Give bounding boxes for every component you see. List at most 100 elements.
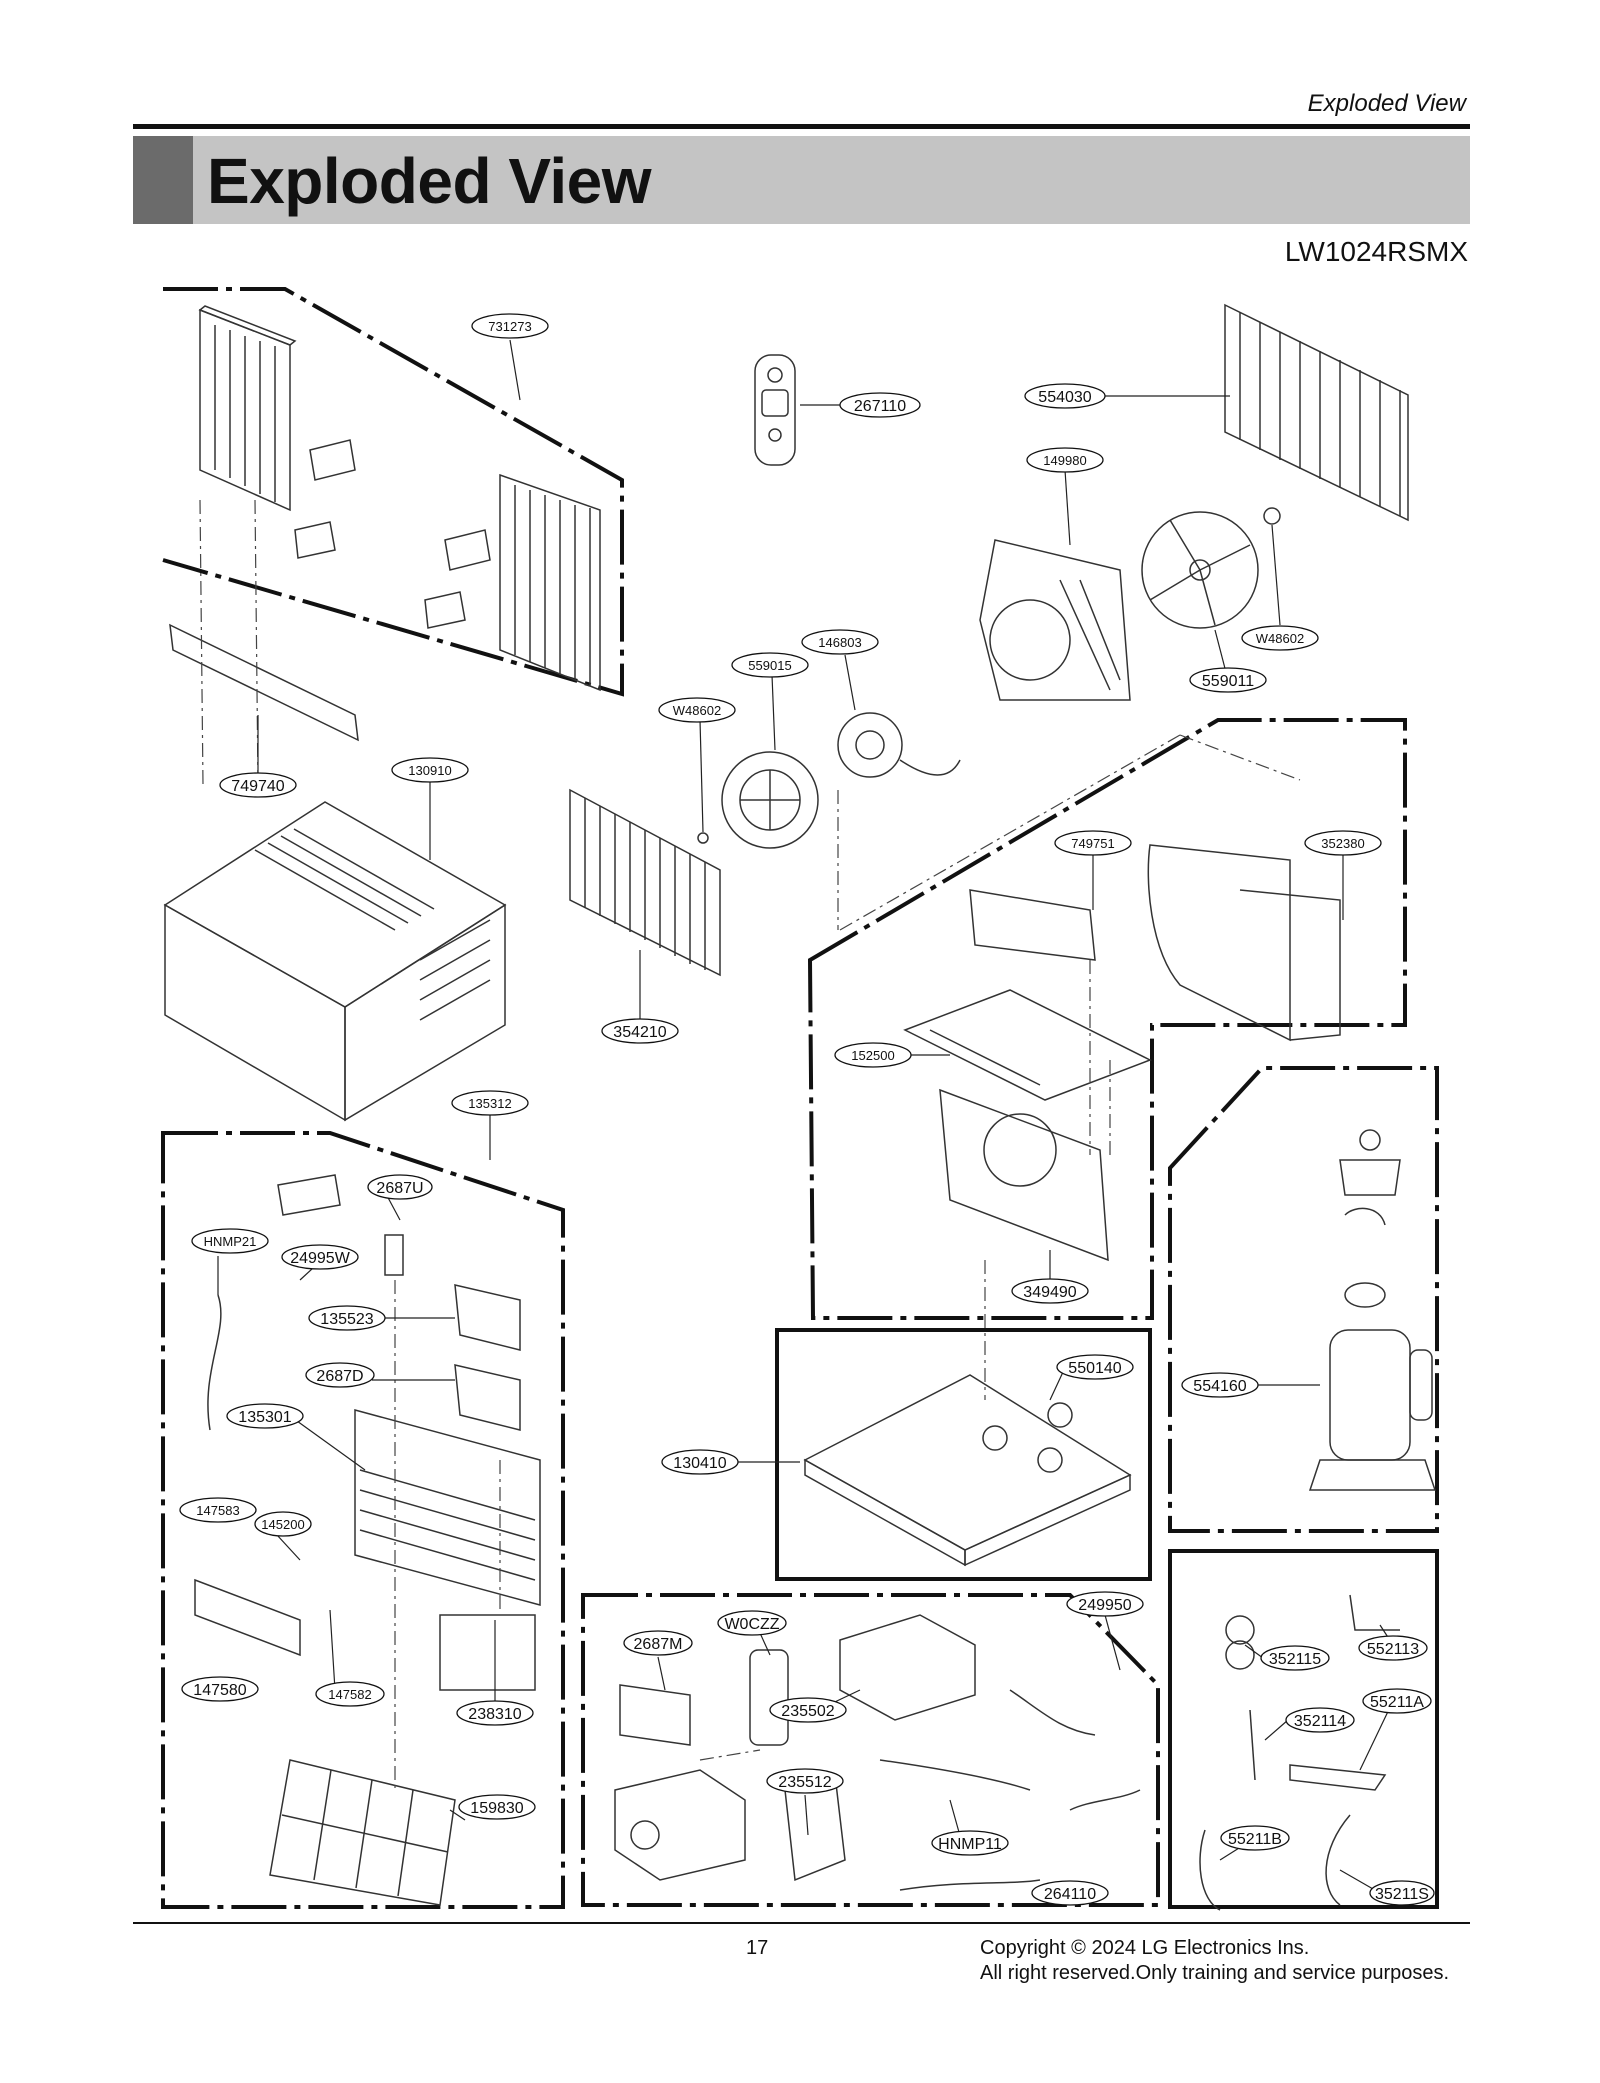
part-washer-lower <box>697 832 709 844</box>
model-number: LW1024RSMX <box>1284 236 1468 267</box>
title-accent-block <box>133 136 193 224</box>
svg-text:550140: 550140 <box>1068 1360 1121 1377</box>
callout-238310: 238310 <box>456 1700 534 1726</box>
callout-2687m: 2687M <box>623 1630 693 1656</box>
svg-text:W48602: W48602 <box>1256 631 1304 646</box>
svg-text:130410: 130410 <box>673 1455 726 1472</box>
callout-559011: 559011 <box>1189 667 1267 693</box>
callout-559015: 559015 <box>731 652 809 678</box>
svg-text:249950: 249950 <box>1078 1597 1131 1614</box>
svg-text:2687M: 2687M <box>634 1636 683 1653</box>
frame-compressor <box>1168 1066 1439 1533</box>
part-washer-upper <box>1263 507 1281 525</box>
svg-text:349490: 349490 <box>1023 1284 1076 1301</box>
title-bar: Exploded View <box>133 136 1470 224</box>
callout-135523: 135523 <box>308 1305 386 1331</box>
svg-text:749740: 749740 <box>231 778 284 795</box>
callout-w48602-upper: W48602 <box>1241 625 1319 651</box>
svg-text:749751: 749751 <box>1071 836 1114 851</box>
part-control-assembly <box>194 1174 541 1691</box>
svg-text:55211A: 55211A <box>1370 1694 1424 1711</box>
header-rule <box>133 124 1470 129</box>
callout-2687u: 2687U <box>367 1174 433 1200</box>
svg-text:152500: 152500 <box>851 1048 894 1063</box>
part-shroud <box>979 539 1131 701</box>
part-brackets <box>294 439 491 629</box>
callout-731273: 731273 <box>471 313 549 339</box>
callout-152500: 152500 <box>834 1042 912 1068</box>
svg-text:559015: 559015 <box>748 658 791 673</box>
frame-front-panel <box>162 287 624 697</box>
part-drain-cover <box>903 989 1152 1101</box>
svg-text:HNMP21: HNMP21 <box>204 1234 257 1249</box>
callout-55211b: 55211B <box>1220 1825 1290 1851</box>
svg-text:354210: 354210 <box>613 1024 666 1041</box>
svg-text:149980: 149980 <box>1043 453 1086 468</box>
svg-text:147580: 147580 <box>193 1682 246 1699</box>
svg-text:2687U: 2687U <box>376 1180 423 1197</box>
callout-35211s: 35211S <box>1369 1880 1435 1906</box>
svg-text:130910: 130910 <box>408 763 451 778</box>
callout-146803: 146803 <box>801 629 879 655</box>
callout-354210: 354210 <box>601 1018 679 1044</box>
svg-text:264110: 264110 <box>1044 1886 1096 1903</box>
part-sill-strip <box>169 623 359 742</box>
frame-control <box>161 1131 565 1909</box>
svg-text:159830: 159830 <box>470 1800 523 1817</box>
rights-line: All right reserved.Only training and ser… <box>980 1962 1450 1984</box>
part-side-curtain-right <box>499 473 601 692</box>
callout-149980: 149980 <box>1026 447 1104 473</box>
page-title: Exploded View <box>207 145 652 217</box>
group-frames <box>161 287 1439 1909</box>
part-electrical-parts <box>614 1614 1141 1891</box>
part-filter <box>269 1759 456 1906</box>
footer-rule <box>133 1922 1470 1924</box>
callout-147580: 147580 <box>181 1676 259 1702</box>
svg-text:35211S: 35211S <box>1375 1886 1429 1903</box>
callout-55211a: 55211A <box>1362 1688 1432 1714</box>
callout-352380: 352380 <box>1304 830 1382 856</box>
callout-550140: 550140 <box>1056 1354 1134 1380</box>
part-remote-control <box>754 354 796 466</box>
callout-249950: 249950 <box>1066 1591 1144 1617</box>
frame-air-guide <box>807 718 1407 1320</box>
part-compressor <box>1308 1129 1437 1491</box>
part-side-curtain-left <box>198 305 297 512</box>
callout-135312: 135312 <box>451 1090 529 1116</box>
svg-text:238310: 238310 <box>468 1706 521 1723</box>
callout-w0czz: W0CZZ <box>717 1610 787 1636</box>
svg-text:2687D: 2687D <box>316 1368 363 1385</box>
part-condenser-fan <box>1141 511 1259 629</box>
svg-text:147583: 147583 <box>196 1503 239 1518</box>
part-control-box <box>969 889 1096 961</box>
callout-w48602-lower: W48602 <box>658 697 736 723</box>
callout-130910: 130910 <box>391 757 469 783</box>
callout-2687d: 2687D <box>305 1362 375 1388</box>
svg-text:352115: 352115 <box>1269 1651 1321 1668</box>
callout-352114: 352114 <box>1285 1707 1355 1733</box>
callout-235512: 235512 <box>766 1768 844 1794</box>
part-tubing <box>1199 1594 1400 1911</box>
callout-24995w: 24995W <box>281 1244 359 1270</box>
svg-text:267110: 267110 <box>854 398 906 415</box>
svg-text:145200: 145200 <box>261 1517 304 1532</box>
group-part-labels: 731273 267110 554030 149980 559011 W4860… <box>179 313 1435 1906</box>
svg-text:55211B: 55211B <box>1228 1831 1282 1848</box>
svg-text:W48602: W48602 <box>673 703 721 718</box>
svg-text:352114: 352114 <box>1294 1713 1346 1730</box>
svg-text:147582: 147582 <box>328 1687 371 1702</box>
group-guides <box>199 499 1301 1790</box>
copyright-line: Copyright © 2024 LG Electronics Ins. <box>980 1937 1310 1959</box>
callout-267110: 267110 <box>839 392 921 418</box>
part-blower-wheel <box>721 751 819 849</box>
frame-base-pan <box>775 1328 1152 1581</box>
part-barrier <box>1147 844 1341 1042</box>
part-evaporator <box>569 788 721 977</box>
svg-text:552113: 552113 <box>1367 1641 1419 1658</box>
callout-147582: 147582 <box>315 1681 385 1707</box>
svg-text:554160: 554160 <box>1193 1378 1246 1395</box>
svg-text:235512: 235512 <box>778 1774 831 1791</box>
callout-749740: 749740 <box>219 772 297 798</box>
svg-text:559011: 559011 <box>1202 673 1254 690</box>
